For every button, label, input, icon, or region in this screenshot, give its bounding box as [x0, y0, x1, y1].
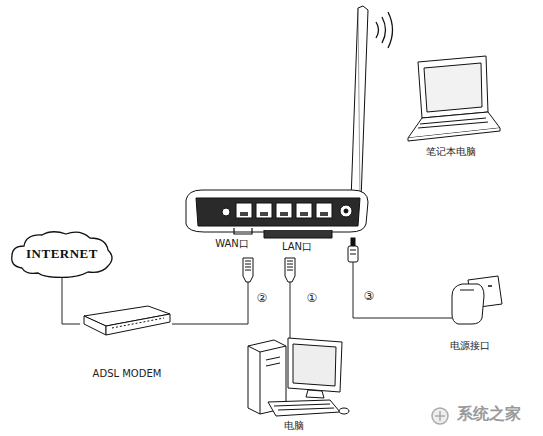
device-label: 电脑: [284, 419, 304, 432]
watermark: 系统之家: [457, 407, 521, 420]
computer-node: 电脑: [240, 335, 348, 432]
device-label: 笔记本电脑: [426, 145, 476, 158]
laptop-node: 笔记本电脑: [395, 55, 507, 158]
cloud-label: INTERNET: [26, 247, 98, 260]
router: [186, 190, 368, 238]
watermark-logo: [432, 408, 448, 424]
power-adapter: [452, 276, 502, 324]
callout-number: ③: [364, 290, 375, 303]
cables: [172, 262, 452, 338]
callout-number: ②: [257, 292, 268, 305]
internet-cloud: INTERNET: [8, 228, 116, 278]
power-node: 电源接口: [430, 272, 510, 352]
device-label: 电源接口: [450, 339, 490, 352]
port-label: WAN口: [215, 237, 249, 250]
desktop-computer: [248, 338, 349, 416]
laptop: [408, 56, 500, 141]
callout-number: ①: [307, 292, 318, 305]
adsl-modem: [84, 306, 170, 335]
port-label: LAN口: [282, 240, 312, 253]
cable-connector: [62, 278, 80, 324]
antenna: [348, 6, 368, 204]
power-plug: [348, 238, 358, 262]
device-label: ADSL MODEM: [93, 367, 162, 380]
rj45-plugs: [243, 258, 295, 282]
wifi-waves: [376, 12, 393, 48]
modem-node: ADSL MODEM: [80, 300, 174, 380]
